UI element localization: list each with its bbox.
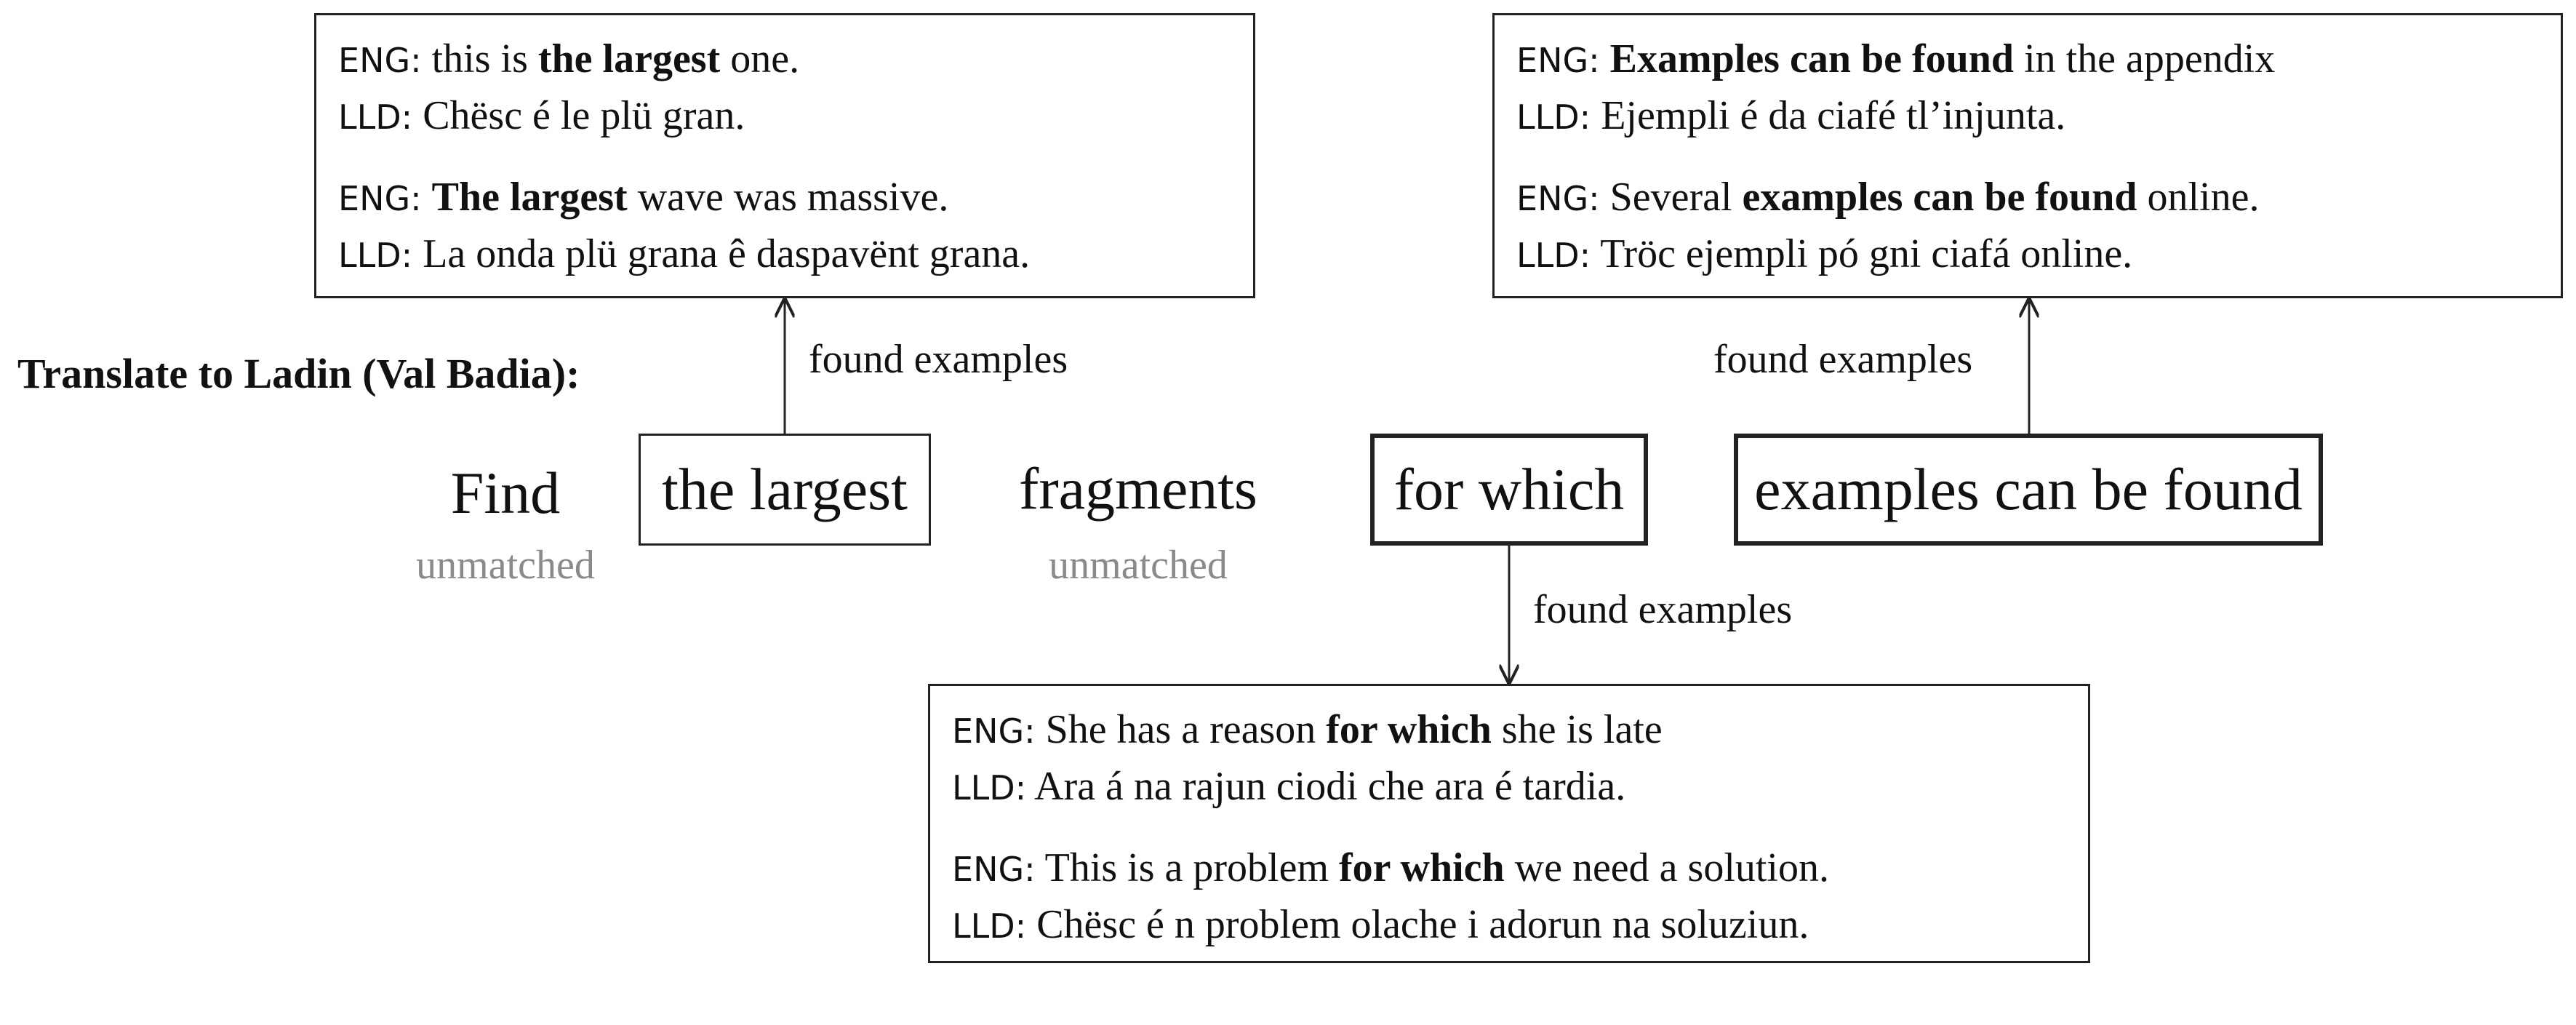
lang-code-eng: ENG:: [338, 41, 422, 80]
example-pair-1-eng: ENG: this is the largest one.: [338, 36, 800, 81]
lang-code-eng: ENG:: [952, 850, 1036, 889]
lang-code-lld: LLD:: [1516, 97, 1591, 137]
example-pair-2-lld: LLD: Tröc ejempli pó gni ciafá online.: [1516, 231, 2133, 276]
lang-code-eng: ENG:: [338, 179, 422, 218]
segment-for-which: for which: [1370, 434, 1648, 546]
segment-fragments-status: unmatched: [1049, 543, 1228, 588]
examples-box-for-which: ENG: She has a reason for which she is l…: [928, 684, 2090, 963]
examples-box-examples-can-be-found: ENG: Examples can be found in the append…: [1492, 13, 2563, 298]
example-pair-2-lld: LLD: La onda plü grana ê daspavënt grana…: [338, 231, 1031, 276]
edge-label-for-which: found examples: [1533, 587, 1793, 632]
lang-code-lld: LLD:: [952, 768, 1027, 807]
lang-code-lld: LLD:: [338, 236, 413, 275]
lang-code-eng: ENG:: [952, 711, 1036, 751]
example-pair-2-eng: ENG: Several examples can be found onlin…: [1516, 175, 2260, 220]
example-pair-2-eng: ENG: The largest wave was massive.: [338, 175, 949, 220]
lang-code-eng: ENG:: [1516, 41, 1600, 80]
edge-label-examples-can-be-found: found examples: [1713, 337, 1973, 382]
segment-the-largest: the largest: [639, 434, 931, 546]
example-pair-1-lld: LLD: Ara á na rajun ciodi che ara é tard…: [952, 764, 1626, 809]
lang-code-lld: LLD:: [1516, 236, 1591, 275]
examples-box-the-largest: ENG: this is the largest one. LLD: Chësc…: [314, 13, 1255, 298]
lang-code-eng: ENG:: [1516, 179, 1600, 218]
lang-code-lld: LLD:: [952, 906, 1027, 946]
segment-find-status: unmatched: [416, 543, 595, 588]
example-pair-1-eng: ENG: Examples can be found in the append…: [1516, 36, 2276, 81]
lang-code-lld: LLD:: [338, 97, 413, 137]
example-pair-2-lld: LLD: Chësc é n problem olache i adorun n…: [952, 902, 1809, 947]
segment-find: Find: [450, 460, 561, 526]
example-pair-1-lld: LLD: Ejempli é da ciafé tl’injunta.: [1516, 93, 2066, 138]
instruction-label: Translate to Ladin (Val Badia):: [17, 350, 580, 397]
edge-label-the-largest: found examples: [809, 337, 1068, 382]
example-pair-1-eng: ENG: She has a reason for which she is l…: [952, 707, 1663, 752]
segment-examples-can-be-found: examples can be found: [1734, 434, 2323, 546]
segment-fragments: fragments: [1019, 455, 1257, 522]
example-pair-2-eng: ENG: This is a problem for which we need…: [952, 845, 1829, 890]
example-pair-1-lld: LLD: Chësc é le plü gran.: [338, 93, 745, 138]
